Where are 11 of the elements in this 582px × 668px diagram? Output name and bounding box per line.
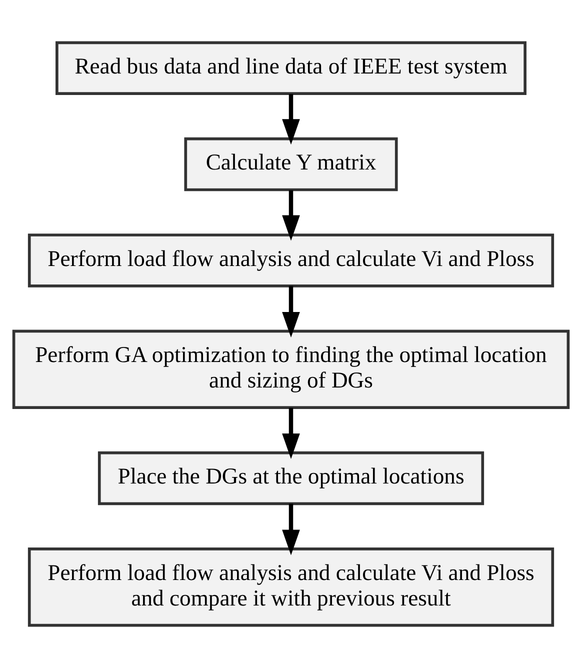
node-box: Perform load flow analysis and calculate Vi and Ploss	[28, 234, 554, 288]
arrow	[282, 504, 300, 556]
node-box: Perform load flow analysis and calculate Vi and Ploss and compare it with previous result	[28, 548, 554, 627]
node-box: Read bus data and line data of IEEE test system	[56, 41, 526, 95]
arrow	[282, 94, 300, 145]
node-box: Calculate Y matrix	[184, 137, 398, 192]
node-box: Perform GA optimization to finding the optimal location and sizing of DGs	[12, 330, 570, 409]
node-box: Place the DGs at the optimal locations	[98, 451, 484, 506]
arrow	[282, 286, 300, 338]
arrow	[282, 408, 300, 459]
arrow	[282, 190, 300, 241]
